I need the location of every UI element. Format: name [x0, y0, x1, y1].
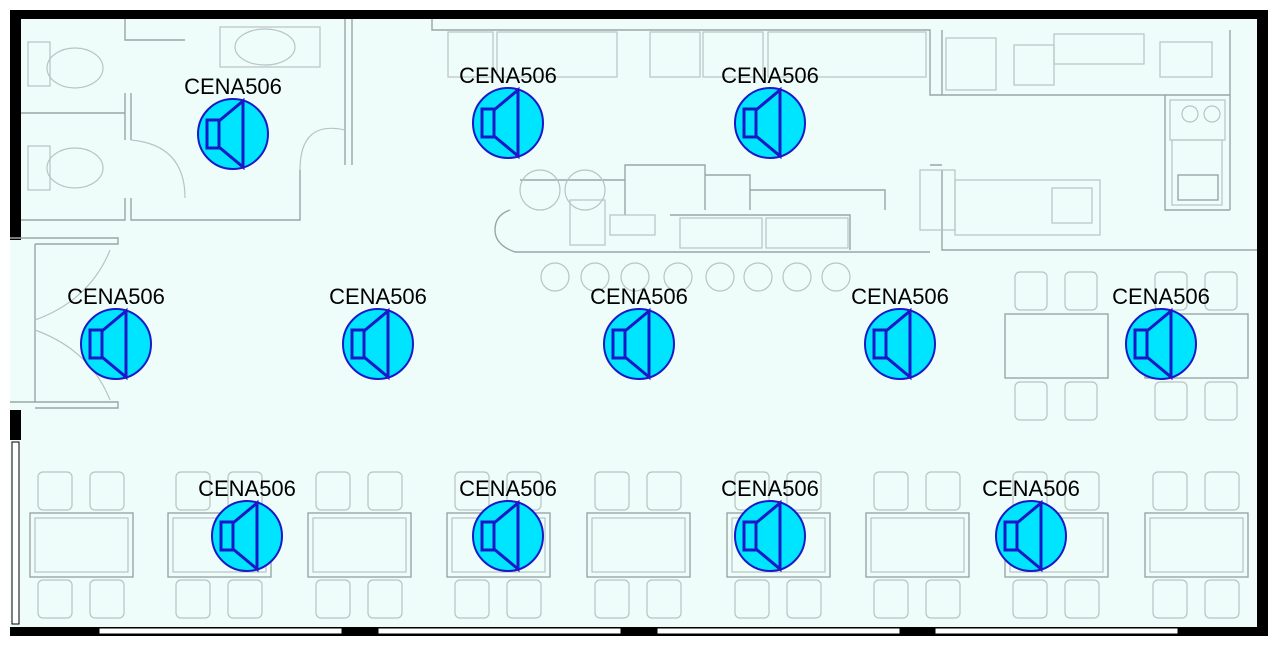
kitchen [431, 19, 1257, 292]
chair [786, 471, 822, 511]
speaker-circle [80, 308, 152, 380]
speaker-label: CENA506 [329, 284, 427, 309]
chair [646, 579, 682, 619]
speaker-circle [734, 87, 806, 159]
speaker-label: CENA506 [459, 476, 557, 501]
speaker-circle [197, 98, 269, 170]
speaker-circle [603, 308, 675, 380]
speaker[interactable]: CENA506 [67, 284, 165, 381]
speaker-icon [742, 86, 782, 160]
speaker-icon [742, 499, 782, 573]
speaker-icon [611, 307, 651, 381]
speaker-icon [219, 499, 259, 573]
chair [175, 579, 211, 619]
chair [734, 579, 770, 619]
speaker-circle [472, 87, 544, 159]
entrance [10, 237, 119, 409]
chair [367, 471, 403, 511]
chair [873, 471, 909, 511]
speaker-icon [1003, 499, 1043, 573]
speaker-circle [342, 308, 414, 380]
speaker-icon [480, 499, 520, 573]
speaker[interactable]: CENA506 [184, 74, 282, 171]
speaker[interactable]: CENA506 [851, 284, 949, 381]
speaker-icon [350, 307, 390, 381]
chair [1012, 579, 1048, 619]
chair [175, 471, 211, 511]
chair [873, 579, 909, 619]
chair [646, 471, 682, 511]
speaker-label: CENA506 [590, 284, 688, 309]
walls [10, 10, 1268, 636]
chair [89, 471, 125, 511]
speaker[interactable]: CENA506 [1112, 284, 1210, 381]
speaker[interactable]: CENA506 [198, 476, 296, 573]
chair [1152, 471, 1188, 511]
chair [227, 579, 263, 619]
chair [594, 471, 630, 511]
speaker-label: CENA506 [982, 476, 1080, 501]
chair [37, 579, 73, 619]
speaker-icon [480, 86, 520, 160]
speaker-label: CENA506 [1112, 284, 1210, 309]
chair [37, 471, 73, 511]
speaker-circle [211, 500, 283, 572]
speaker-label: CENA506 [721, 476, 819, 501]
chair [506, 579, 542, 619]
speaker-circle [995, 500, 1067, 572]
speaker-circle [864, 308, 936, 380]
chair [1064, 579, 1100, 619]
dining-table [307, 471, 412, 619]
chair [1152, 579, 1188, 619]
dining-table [865, 471, 970, 619]
speaker[interactable]: CENA506 [590, 284, 688, 381]
chair [315, 471, 351, 511]
dining-table [586, 471, 691, 619]
speaker-circle [1125, 308, 1197, 380]
speaker[interactable]: CENA506 [459, 63, 557, 160]
speaker-icon [88, 307, 128, 381]
speaker-label: CENA506 [851, 284, 949, 309]
restrooms [21, 19, 353, 221]
dining-table [1144, 471, 1249, 619]
speaker-icon [1133, 307, 1173, 381]
speaker[interactable]: CENA506 [459, 476, 557, 573]
chair [594, 579, 630, 619]
speaker-label: CENA506 [198, 476, 296, 501]
speaker-label: CENA506 [721, 63, 819, 88]
chair [1204, 579, 1240, 619]
windows [11, 441, 1179, 635]
chair [1064, 471, 1100, 511]
speaker[interactable]: CENA506 [329, 284, 427, 381]
speaker-icon [872, 307, 912, 381]
speaker-circle [472, 500, 544, 572]
chair [454, 471, 490, 511]
speaker-label: CENA506 [459, 63, 557, 88]
speaker-label: CENA506 [67, 284, 165, 309]
speaker-circle [734, 500, 806, 572]
speaker-icon [205, 97, 245, 171]
chair [454, 579, 490, 619]
speaker[interactable]: CENA506 [721, 63, 819, 160]
chair [89, 579, 125, 619]
chair [367, 579, 403, 619]
speaker[interactable]: CENA506 [721, 476, 819, 573]
chair [786, 579, 822, 619]
chair [315, 579, 351, 619]
chair [925, 579, 961, 619]
chair [1204, 471, 1240, 511]
speaker[interactable]: CENA506 [982, 476, 1080, 573]
speaker-label: CENA506 [184, 74, 282, 99]
bottom-dining-tables [29, 471, 1249, 619]
chair [925, 471, 961, 511]
dining-table [29, 471, 134, 619]
